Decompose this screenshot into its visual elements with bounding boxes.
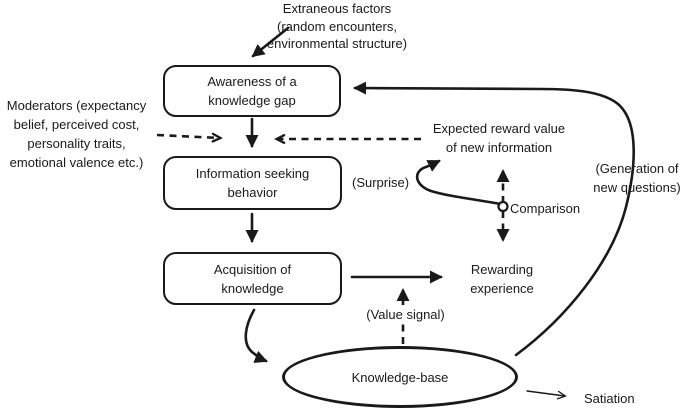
knowledge-base-node-label: Knowledge-base <box>351 369 449 385</box>
acquisition-node: Acquisition of knowledge <box>163 252 342 305</box>
moderators-label: Moderators (expectancy belief, perceived… <box>6 98 147 170</box>
awareness-node: Awareness of a knowledge gap <box>163 65 341 117</box>
comparison-label: Comparison <box>510 201 581 216</box>
arrow-satiation <box>526 390 567 400</box>
arrow-moderators-dashed <box>156 135 220 138</box>
awareness-node-label: Awareness of a knowledge gap <box>207 74 297 108</box>
arrow-surprise-curve <box>415 159 503 206</box>
arrow-acquisition-to-knowledgebase <box>244 308 268 363</box>
surprise-label: (Surprise) <box>352 175 410 190</box>
info-seeking-node: Information seeking behavior <box>163 156 342 210</box>
info-seeking-node-label: Information seeking behavior <box>195 166 310 200</box>
extraneous-factors-label: Extraneous factors (random encounters, e… <box>266 1 408 51</box>
arrow-extraneous-to-awareness <box>251 26 290 58</box>
satiation-label: Satiation <box>584 391 635 406</box>
rewarding-experience-label: Rewarding experience <box>470 262 534 296</box>
knowledge-base-node: Knowledge-base <box>282 346 518 408</box>
arrow-knowledgebase-to-awareness-loop <box>353 81 636 357</box>
comparison-circle <box>497 200 509 213</box>
expected-reward-label: Expected reward value of new information <box>432 121 566 155</box>
acquisition-node-label: Acquisition of knowledge <box>213 261 292 296</box>
generation-of-questions-label: (Generation of new questions) <box>593 161 681 195</box>
value-signal-label: (Value signal) <box>357 305 454 324</box>
